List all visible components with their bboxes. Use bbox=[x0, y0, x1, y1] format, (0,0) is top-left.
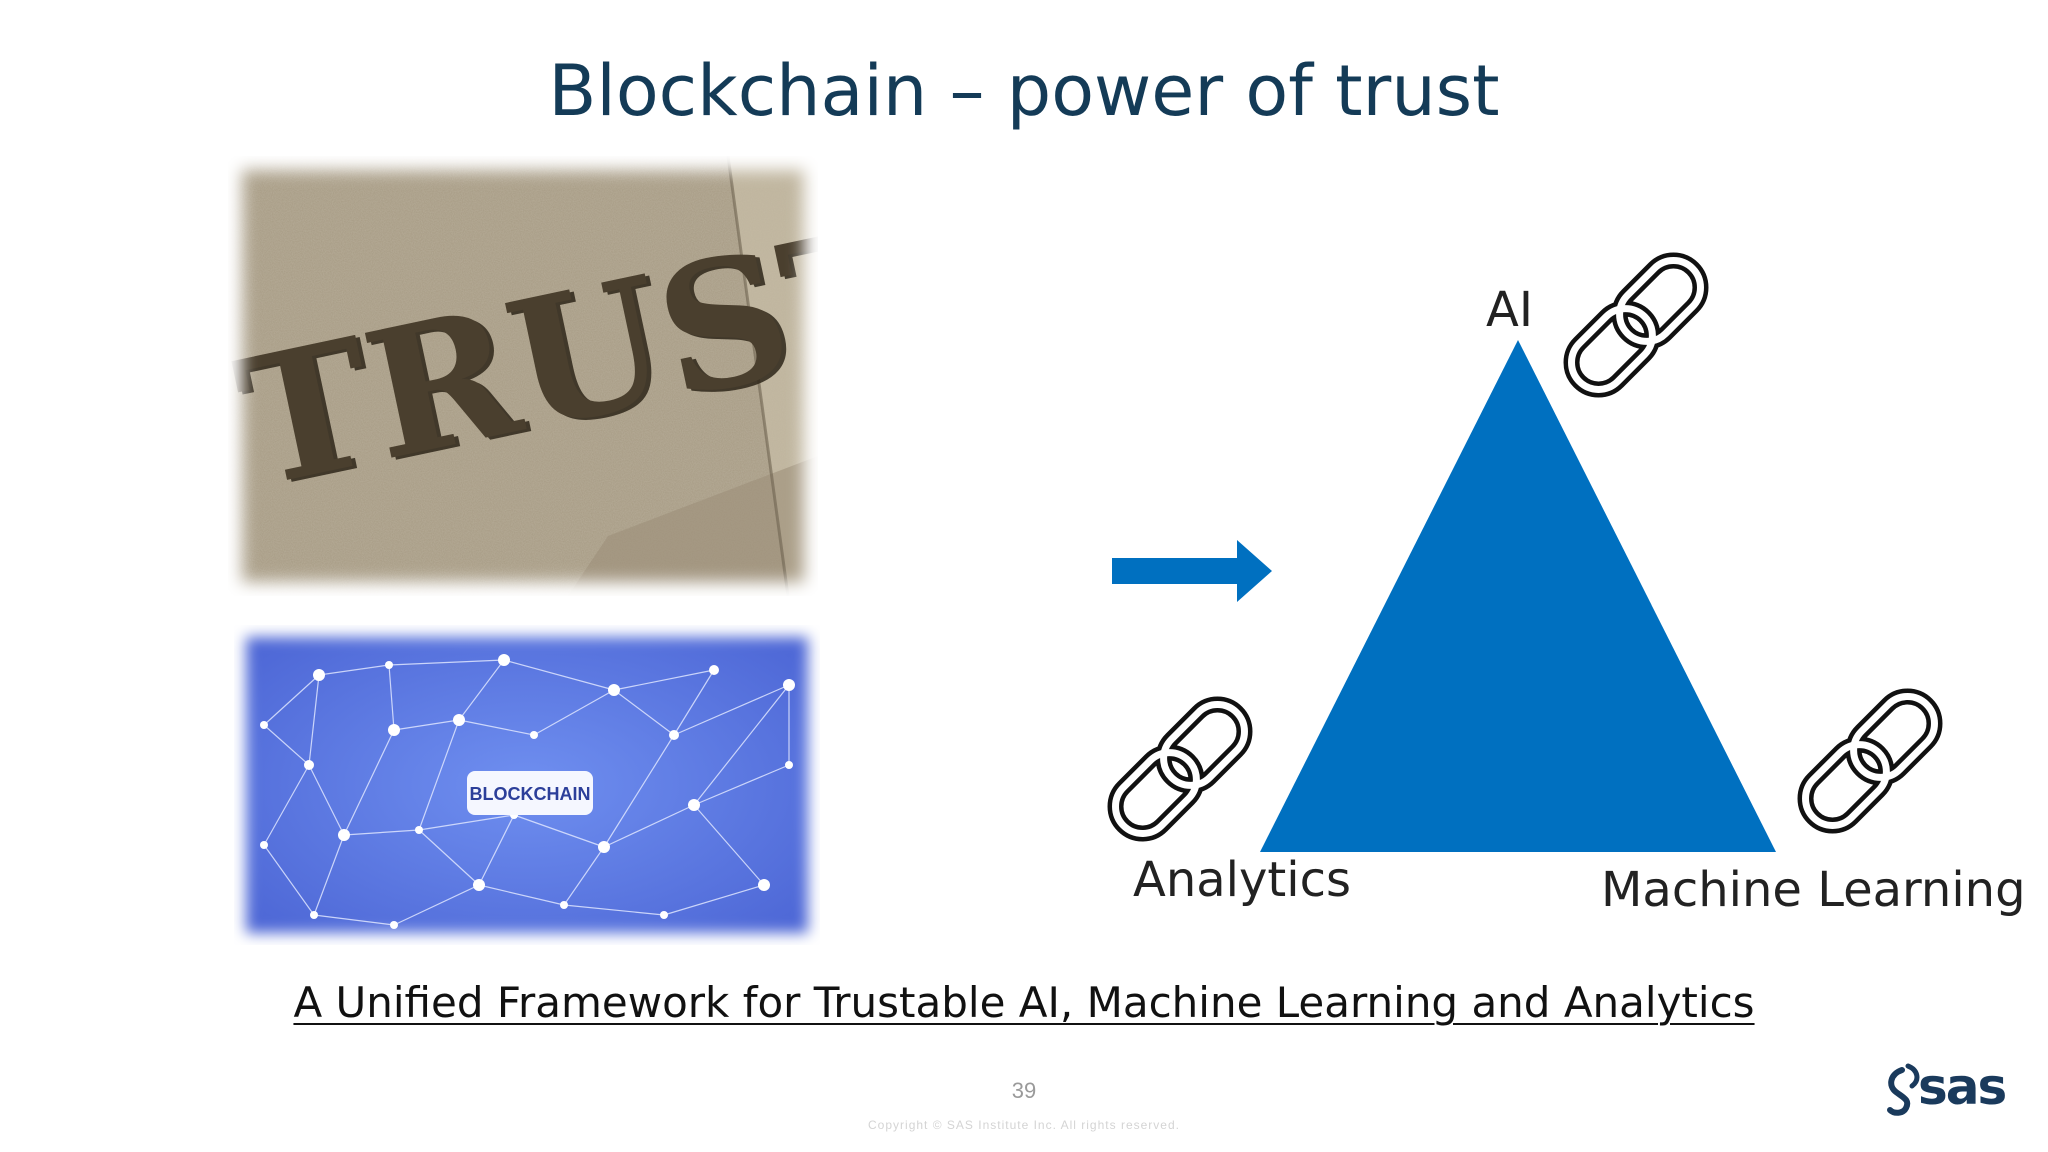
label-machine-learning: Machine Learning bbox=[1601, 862, 2026, 918]
sas-logo-text: sas bbox=[1918, 1058, 2007, 1116]
triangle-shape bbox=[1260, 340, 1776, 852]
label-analytics: Analytics bbox=[1133, 852, 1351, 908]
trust-image: TRUST TRUST bbox=[228, 156, 818, 596]
chain-link-icon bbox=[1107, 696, 1253, 842]
framework-caption: A Unified Framework for Trustable AI, Ma… bbox=[0, 978, 2048, 1027]
right-arrow-icon bbox=[1112, 540, 1272, 602]
copyright-notice: Copyright © SAS Institute Inc. All right… bbox=[868, 1118, 1180, 1132]
label-ai: AI bbox=[1486, 282, 1533, 338]
sas-logo-icon bbox=[1887, 1063, 1920, 1116]
blockchain-label: BLOCKCHAIN bbox=[470, 784, 591, 804]
framework-text: A Unified Framework for Trustable AI, Ma… bbox=[293, 978, 1755, 1027]
page-number: 39 bbox=[1011, 1078, 1037, 1103]
chain-link-icon bbox=[1563, 252, 1709, 398]
slide-title: Blockchain – power of trust bbox=[548, 50, 1500, 132]
chain-link-icon bbox=[1797, 688, 1943, 834]
blockchain-image: BLOCKCHAIN bbox=[234, 625, 820, 945]
